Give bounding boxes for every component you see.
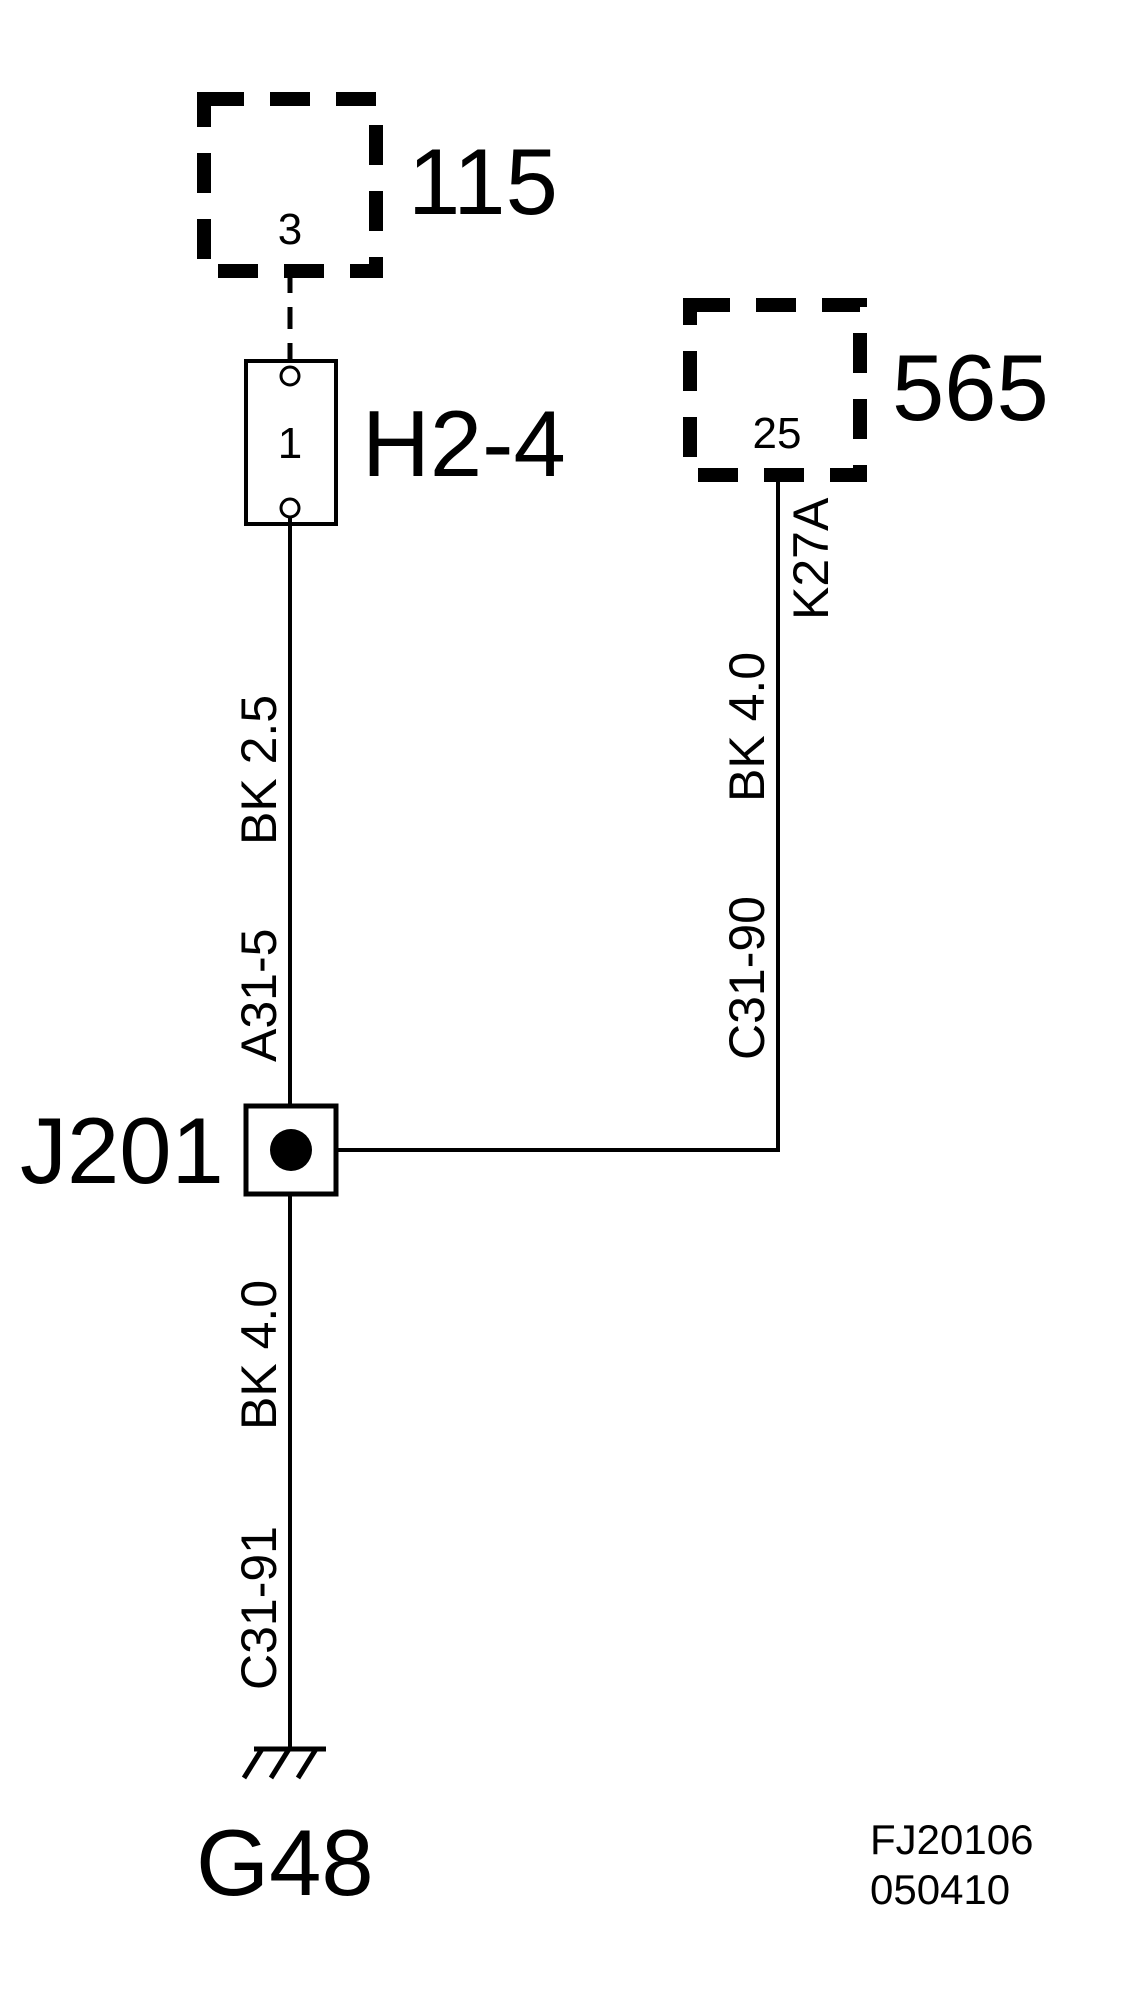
reference-code-line2: 050410 [870, 1866, 1010, 1913]
connector-h2-4[interactable]: 1 H2-4 [244, 359, 566, 526]
splice-j201-label: J201 [20, 1098, 224, 1203]
splice-j201[interactable]: J201 [20, 1098, 339, 1203]
connector-h2-4-label: H2-4 [362, 391, 566, 496]
connector-h2-4-body [244, 359, 338, 526]
wire-c31-91-circuit: C31-91 [231, 1526, 287, 1690]
component-565[interactable]: 25 565 [683, 298, 1049, 482]
component-565-box [683, 298, 867, 482]
wire-k27a-label: K27A [783, 497, 839, 620]
connector-h2-4-pin: 1 [278, 419, 302, 468]
component-115-pin: 3 [278, 205, 302, 254]
connector-pin-top [279, 365, 301, 387]
wire-c31-90-color-gauge: BK 4.0 [719, 652, 775, 802]
reference-code-line1: FJ20106 [870, 1816, 1033, 1863]
ground-g48-label: G48 [196, 1810, 374, 1915]
ground-g48[interactable]: G48 [196, 1746, 374, 1915]
wire-a31-5-color-gauge: BK 2.5 [231, 695, 287, 845]
wire-c31-91-color-gauge: BK 4.0 [231, 1280, 287, 1430]
component-565-label: 565 [892, 335, 1049, 440]
wire-a31-5-circuit: A31-5 [231, 929, 287, 1062]
ground-icon [241, 1746, 326, 1780]
component-115[interactable]: 3 115 [197, 92, 558, 278]
splice-j201-dot [270, 1129, 312, 1171]
wire-c31-90-circuit: C31-90 [719, 896, 775, 1060]
component-115-label: 115 [408, 129, 558, 234]
component-565-pin: 25 [753, 409, 802, 458]
connector-pin-bottom [279, 497, 301, 519]
